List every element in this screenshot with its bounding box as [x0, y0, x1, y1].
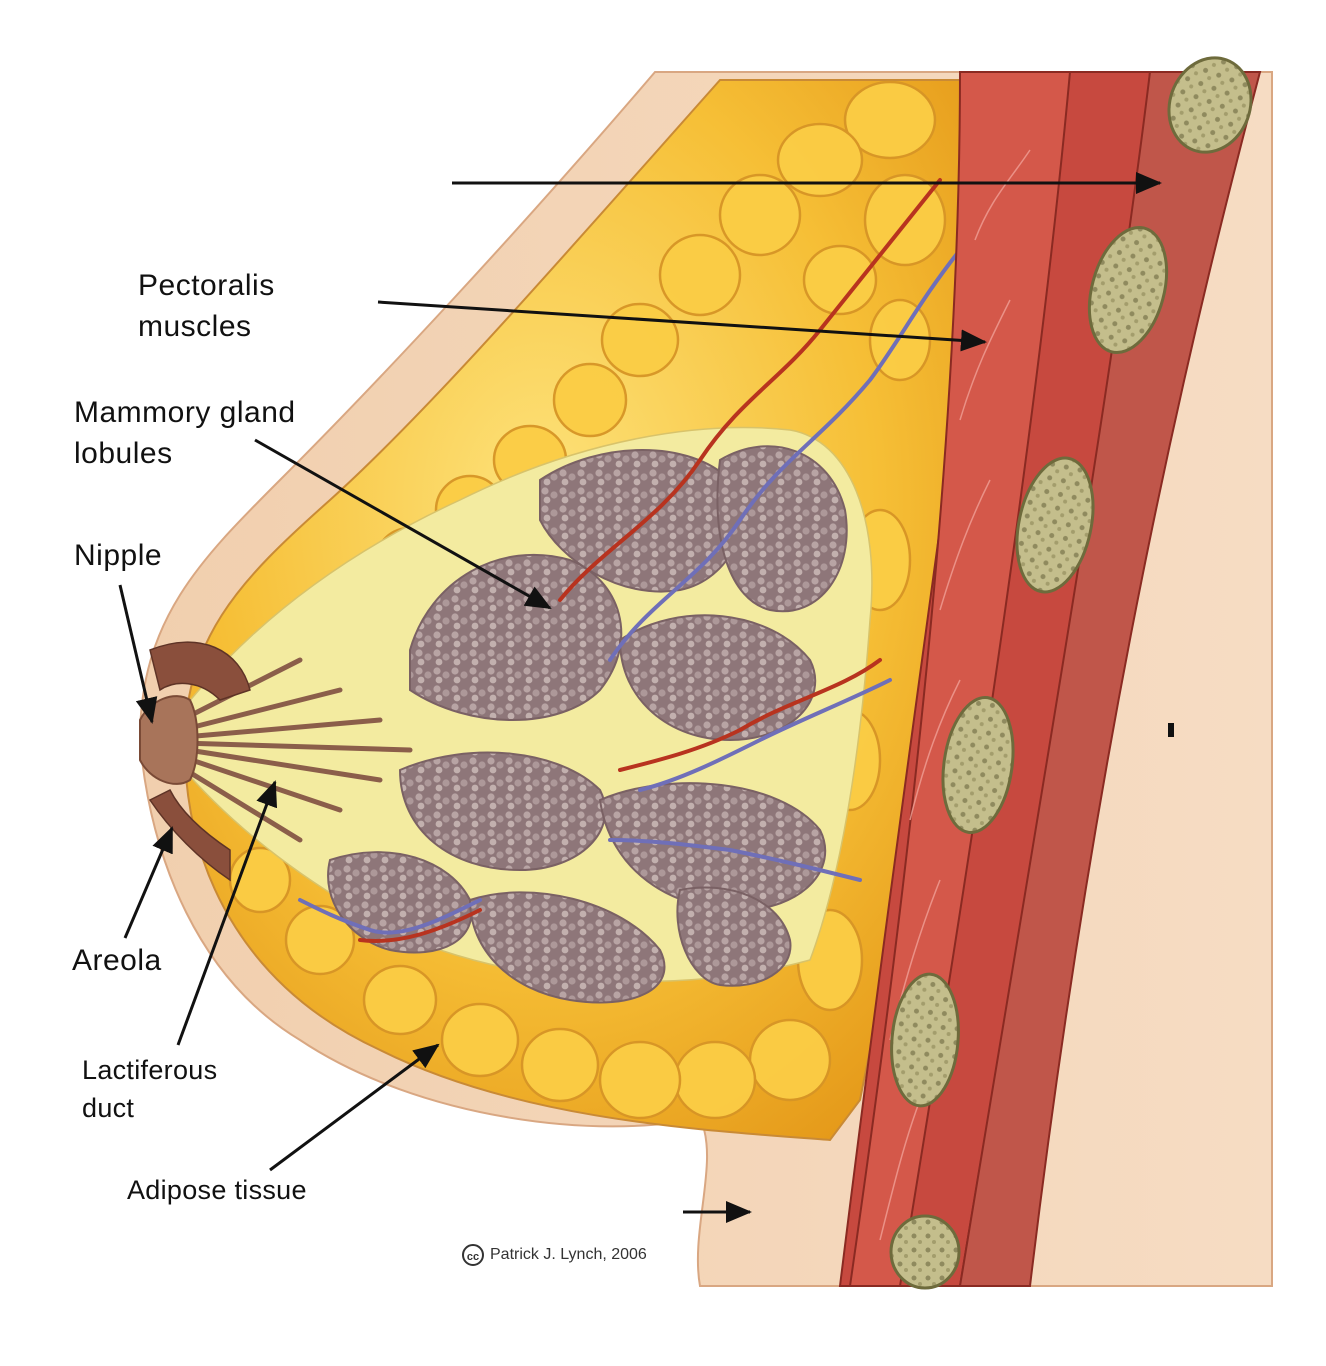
skin-mark	[1168, 723, 1174, 737]
mammory-arrow	[254, 438, 552, 610]
mammory-label-line1: Mammory gland	[74, 396, 296, 429]
lactiferous-label-line2: duct	[82, 1093, 135, 1123]
mammory-label-line2: lobules	[74, 437, 173, 470]
pectoralis-label-line2: muscles	[138, 310, 252, 343]
areola-label: Areola	[72, 944, 162, 977]
adipose-arrow	[269, 1043, 440, 1172]
creative-commons-icon: cc	[462, 1244, 484, 1266]
blood-vessels	[298, 178, 962, 943]
nipple-arrow	[118, 584, 158, 724]
ribs	[889, 56, 1253, 1290]
adipose-label: Adipose tissue	[127, 1175, 307, 1205]
areola-arrow	[123, 826, 174, 939]
nipple-label: Nipple	[74, 539, 163, 572]
intercostal-layer	[958, 71, 1262, 1287]
copyright-credit: cc Patrick J. Lynch, 2006	[462, 1244, 647, 1266]
lactiferous-label-line1: Lactiferous	[82, 1055, 218, 1085]
lactiferous-arrow	[176, 780, 278, 1046]
pectoralis-arrow	[377, 300, 987, 352]
label-arrows	[118, 172, 1162, 1223]
pectoralis-label-line1: Pectoralis	[138, 269, 275, 302]
credit-text: Patrick J. Lynch, 2006	[490, 1246, 647, 1263]
